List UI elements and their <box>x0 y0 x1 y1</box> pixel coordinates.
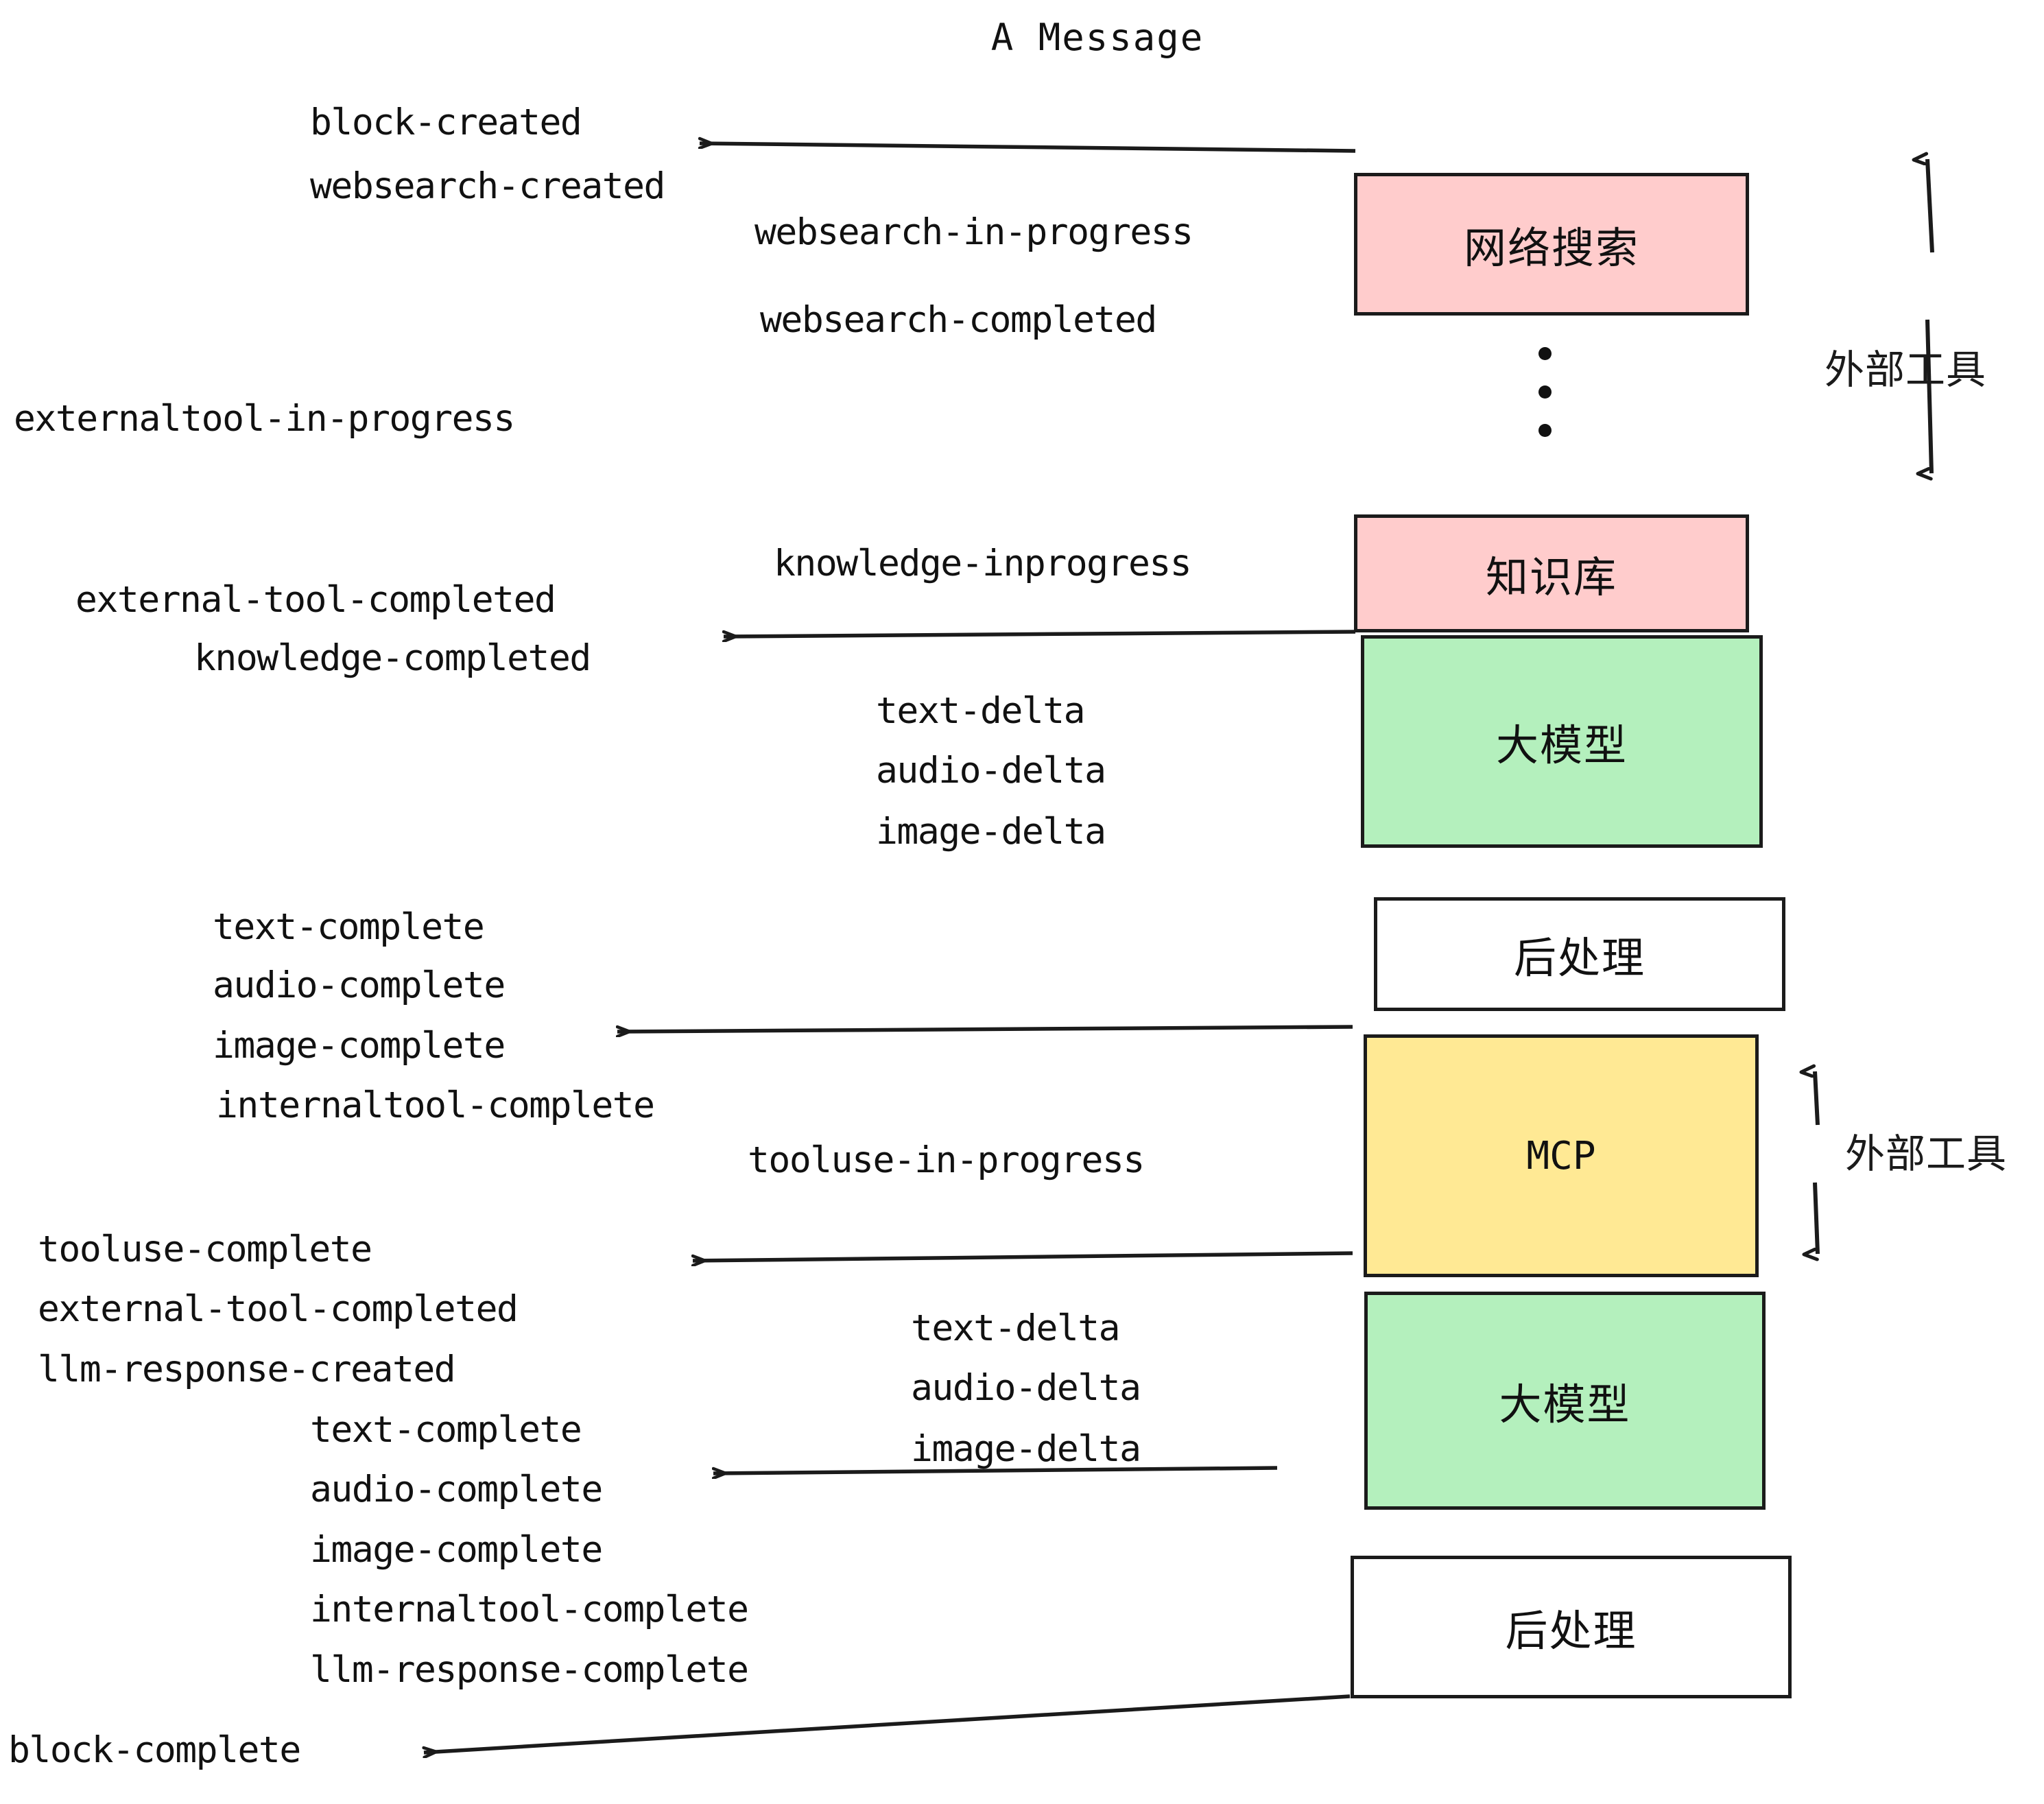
event-websearch-created: websearch-created <box>310 165 665 207</box>
arrow-knowledge-to-knowledge-completed <box>724 630 1356 637</box>
event-text-delta-1: text-delta <box>876 690 1086 732</box>
event-websearch-in-progress: websearch-in-progress <box>754 211 1193 253</box>
event-websearch-completed: websearch-completed <box>760 299 1157 341</box>
event-audio-complete-1: audio-complete <box>213 964 506 1006</box>
event-text-delta-2: text-delta <box>911 1307 1121 1349</box>
event-tooluse-in-progress: tooluse-in-progress <box>748 1139 1145 1181</box>
vertical-ellipsis <box>1538 347 1552 462</box>
event-external-tool-completed-1: external-tool-completed <box>75 579 556 621</box>
node-websearch[interactable]: 网络搜索 <box>1354 173 1749 316</box>
event-text-complete-1: text-complete <box>213 906 485 948</box>
node-llm-1[interactable]: 大模型 <box>1361 635 1763 848</box>
ellipsis-dot <box>1538 347 1552 360</box>
arrow-postprocess1-to-image-complete <box>617 1025 1353 1032</box>
arrow-websearch-to-block-created <box>700 143 1356 153</box>
event-external-tool-completed-2: external-tool-completed <box>38 1288 519 1330</box>
event-image-delta-1: image-delta <box>876 811 1106 853</box>
arrow-external-tool-top-up <box>1927 159 1934 253</box>
node-knowledge[interactable]: 知识库 <box>1354 514 1749 632</box>
node-postprocess-2[interactable]: 后处理 <box>1351 1556 1792 1698</box>
arrow-mcp-to-tooluse-complete <box>693 1251 1353 1261</box>
side-label-external-tool-bottom: 外部工具 <box>1845 1130 2008 1177</box>
event-externaltool-in-progress: externaltool-in-progress <box>14 398 515 440</box>
page-title: A Message <box>990 16 1204 59</box>
event-audio-delta-2: audio-delta <box>911 1367 1141 1409</box>
event-image-complete-1: image-complete <box>213 1025 506 1067</box>
node-mcp[interactable]: MCP <box>1364 1034 1759 1277</box>
node-knowledge-label: 知识库 <box>1485 552 1617 602</box>
arrow-postprocess2-to-block-complete <box>424 1694 1351 1753</box>
event-image-complete-2: image-complete <box>310 1529 603 1571</box>
event-tooluse-complete: tooluse-complete <box>38 1229 372 1270</box>
event-internaltool-complete-2: internaltool-complete <box>310 1589 749 1630</box>
node-llm-2[interactable]: 大模型 <box>1364 1292 1766 1510</box>
node-mcp-label: MCP <box>1526 1133 1596 1178</box>
event-audio-delta-1: audio-delta <box>876 750 1106 792</box>
event-image-delta-2: image-delta <box>911 1428 1141 1470</box>
event-text-complete-2: text-complete <box>310 1409 582 1451</box>
event-block-complete: block-complete <box>8 1729 301 1771</box>
event-block-created: block-created <box>310 102 582 143</box>
event-internaltool-complete-1: internaltool-complete <box>216 1084 655 1126</box>
ellipsis-dot <box>1538 424 1552 437</box>
node-postprocess-2-label: 后处理 <box>1505 1606 1637 1656</box>
node-postprocess-1-label: 后处理 <box>1513 933 1645 983</box>
event-llm-response-complete: llm-response-complete <box>310 1649 749 1691</box>
node-llm-2-label: 大模型 <box>1499 1379 1631 1429</box>
event-knowledge-completed: knowledge-completed <box>194 637 591 679</box>
arrow-external-tool-bottom-down <box>1815 1182 1820 1254</box>
side-label-external-tool-top: 外部工具 <box>1825 346 1987 393</box>
event-knowledge-inprogress: knowledge-inprogress <box>774 543 1192 584</box>
event-llm-response-created: llm-response-created <box>38 1349 456 1390</box>
arrow-external-tool-bottom-up <box>1815 1071 1820 1126</box>
ellipsis-dot <box>1538 385 1552 399</box>
event-audio-complete-2: audio-complete <box>310 1469 603 1510</box>
node-websearch-label: 网络搜索 <box>1463 223 1639 273</box>
node-postprocess-1[interactable]: 后处理 <box>1374 897 1785 1011</box>
node-llm-1-label: 大模型 <box>1495 720 1628 770</box>
